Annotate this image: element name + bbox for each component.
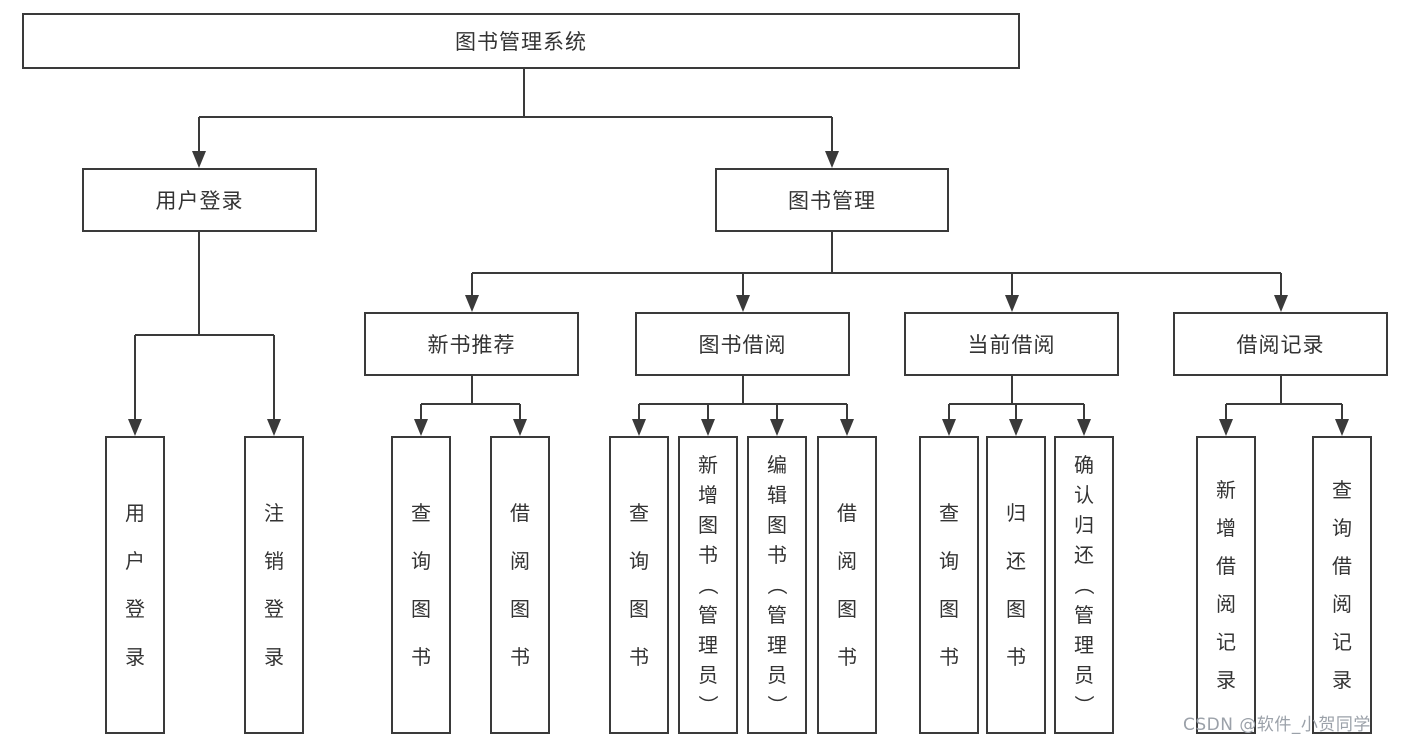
node-label: 图书管理系统 bbox=[455, 30, 587, 54]
leaf-borrow-books-recommend: 借阅图书 bbox=[490, 436, 550, 734]
leaf-query-books-borrow: 查询图书 bbox=[609, 436, 669, 734]
leaf-user-login: 用户登录 bbox=[105, 436, 165, 734]
node-new-book-recommend: 新书推荐 bbox=[364, 312, 579, 376]
leaf-return-book: 归还图书 bbox=[986, 436, 1046, 734]
node-book-management: 图书管理 bbox=[715, 168, 949, 232]
leaf-query-borrow-record: 查询借阅记录 bbox=[1312, 436, 1372, 734]
node-label: 归还图书 bbox=[1006, 501, 1026, 669]
leaf-borrow-books: 借阅图书 bbox=[817, 436, 877, 734]
csdn-watermark: CSDN @软件_小贺同学 bbox=[1183, 715, 1371, 735]
node-label: 查询图书 bbox=[629, 501, 649, 669]
leaf-logout: 注销登录 bbox=[244, 436, 304, 734]
node-root-library-system: 图书管理系统 bbox=[22, 13, 1020, 69]
leaf-confirm-return-admin: 确认归还（管理员） bbox=[1054, 436, 1114, 734]
node-borrowing-records: 借阅记录 bbox=[1173, 312, 1388, 376]
node-current-borrowing: 当前借阅 bbox=[904, 312, 1119, 376]
node-label: 新书推荐 bbox=[427, 333, 516, 357]
leaf-edit-book-admin: 编辑图书（管理员） bbox=[747, 436, 807, 734]
node-label: 用户登录 bbox=[155, 189, 244, 213]
node-label: 借阅图书 bbox=[510, 501, 530, 669]
node-label: 图书借阅 bbox=[698, 333, 787, 357]
leaf-query-books-recommend: 查询图书 bbox=[391, 436, 451, 734]
node-label: 借阅图书 bbox=[837, 501, 857, 669]
node-label: 新增借阅记录 bbox=[1216, 478, 1236, 692]
node-user-login: 用户登录 bbox=[82, 168, 317, 232]
node-book-borrowing: 图书借阅 bbox=[635, 312, 850, 376]
node-label: 图书管理 bbox=[788, 189, 876, 213]
node-label: 查询图书 bbox=[939, 501, 959, 669]
node-label: 编辑图书（管理员） bbox=[765, 453, 789, 715]
leaf-add-book-admin: 新增图书（管理员） bbox=[678, 436, 738, 734]
node-label: 当前借阅 bbox=[967, 333, 1056, 357]
node-label: 查询图书 bbox=[411, 501, 431, 669]
node-label: 用户登录 bbox=[125, 501, 145, 669]
leaf-add-borrow-record: 新增借阅记录 bbox=[1196, 436, 1256, 734]
node-label: 新增图书（管理员） bbox=[696, 453, 720, 715]
leaf-query-books-current: 查询图书 bbox=[919, 436, 979, 734]
node-label: 确认归还（管理员） bbox=[1072, 453, 1096, 715]
node-label: 借阅记录 bbox=[1236, 333, 1325, 357]
node-label: 查询借阅记录 bbox=[1332, 478, 1352, 692]
node-label: 注销登录 bbox=[264, 501, 284, 669]
